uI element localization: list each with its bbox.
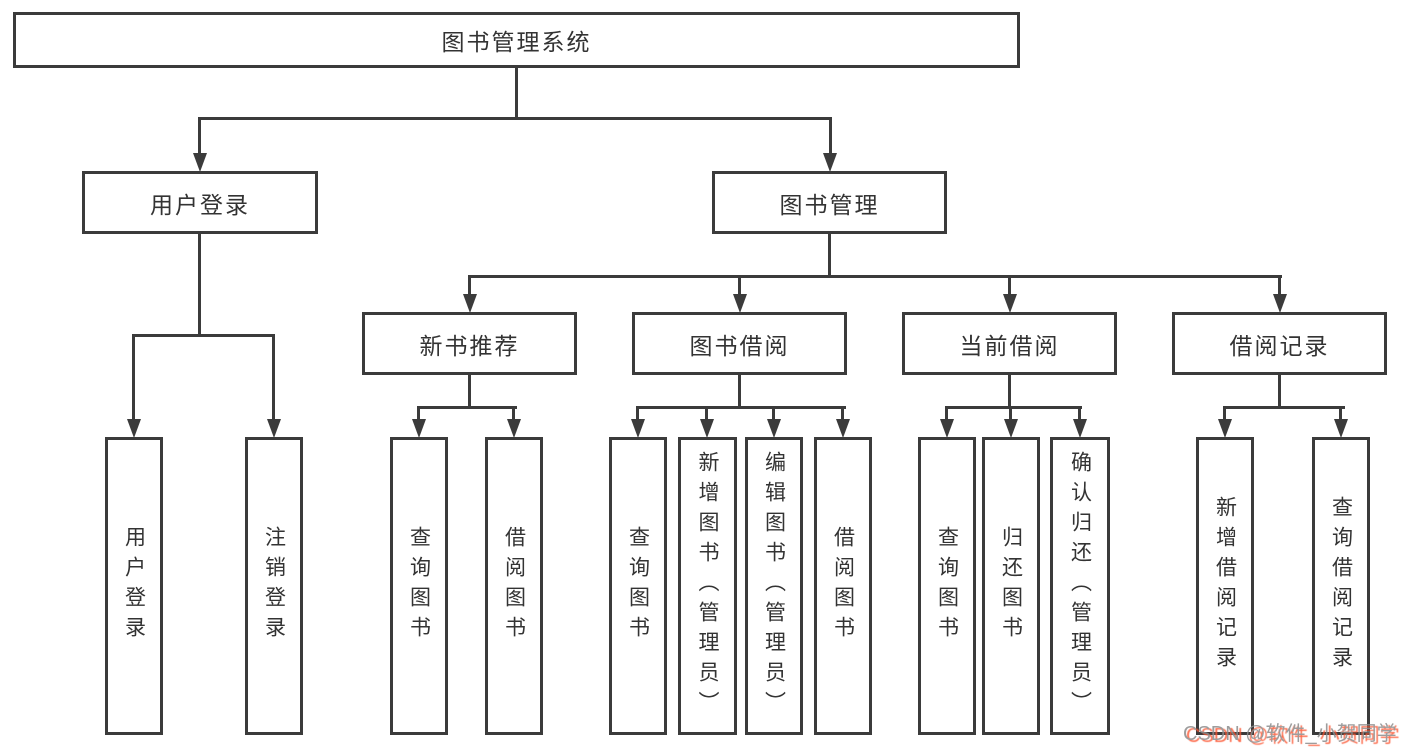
node-current-borrow: 当前借阅 bbox=[902, 312, 1117, 375]
connector-line bbox=[468, 275, 1282, 278]
leaf-label: 编辑图书︵管理员︶ bbox=[762, 451, 786, 721]
connector-line bbox=[417, 406, 420, 421]
connector-line bbox=[636, 406, 846, 409]
connector-line bbox=[1278, 275, 1281, 296]
arrowhead bbox=[1334, 419, 1348, 438]
leaf-query-borrow-record: 查询借阅记录 bbox=[1312, 437, 1370, 735]
leaf-label: 用户登录 bbox=[122, 526, 146, 646]
connector-line bbox=[198, 233, 201, 336]
leaf-label: 查询图书 bbox=[626, 526, 650, 646]
arrowhead bbox=[1073, 419, 1087, 438]
leaf-label: 借阅图书 bbox=[502, 526, 526, 646]
connector-line bbox=[272, 334, 275, 421]
leaf-label: 查询图书 bbox=[407, 526, 431, 646]
connector-line bbox=[1339, 406, 1342, 421]
connector-line bbox=[515, 66, 518, 119]
connector-line bbox=[829, 117, 832, 155]
node-book-management: 图书管理 bbox=[712, 171, 947, 234]
arrowhead bbox=[507, 419, 521, 438]
arrowhead bbox=[127, 419, 141, 438]
connector-line bbox=[1008, 275, 1011, 296]
arrowhead bbox=[1004, 419, 1018, 438]
node-book-borrow: 图书借阅 bbox=[632, 312, 847, 375]
node-label: 图书管理 bbox=[779, 191, 880, 218]
leaf-label: 查询图书 bbox=[935, 526, 959, 646]
arrowhead bbox=[836, 419, 850, 438]
connector-line bbox=[198, 117, 201, 155]
arrowhead bbox=[267, 419, 281, 438]
watermark-text: CSDN @软件_小贺同学 bbox=[1183, 723, 1397, 745]
arrowhead bbox=[1218, 419, 1232, 438]
node-label: 用户登录 bbox=[150, 191, 250, 218]
connector-line bbox=[417, 406, 517, 409]
node-root: 图书管理系统 bbox=[13, 12, 1020, 68]
arrowhead bbox=[700, 419, 714, 438]
connector-line bbox=[945, 406, 948, 421]
connector-line bbox=[1278, 373, 1281, 408]
node-label: 借阅记录 bbox=[1229, 332, 1330, 359]
leaf-borrow-books-recommend: 借阅图书 bbox=[485, 437, 543, 735]
connector-line bbox=[945, 406, 1082, 409]
leaf-label: 查询借阅记录 bbox=[1329, 496, 1353, 676]
node-borrow-records: 借阅记录 bbox=[1172, 312, 1387, 375]
node-user-login: 用户登录 bbox=[82, 171, 318, 234]
arrowhead bbox=[631, 419, 645, 438]
leaf-add-borrow-record: 新增借阅记录 bbox=[1196, 437, 1254, 735]
leaf-logout: 注销登录 bbox=[245, 437, 303, 735]
arrowhead bbox=[823, 153, 837, 172]
arrowhead bbox=[1273, 294, 1287, 313]
leaf-label: 确认归还︵管理员︶ bbox=[1068, 451, 1092, 721]
leaf-confirm-return-admin: 确认归还︵管理员︶ bbox=[1050, 437, 1110, 735]
connector-line bbox=[772, 406, 775, 421]
leaf-query-books-borrow: 查询图书 bbox=[609, 437, 667, 735]
leaf-label: 借阅图书 bbox=[831, 526, 855, 646]
connector-line bbox=[636, 406, 639, 421]
connector-line bbox=[841, 406, 844, 421]
arrowhead bbox=[733, 294, 747, 313]
node-label: 图书管理系统 bbox=[441, 29, 592, 55]
arrowhead bbox=[193, 153, 207, 172]
node-label: 当前借阅 bbox=[959, 332, 1060, 359]
connector-line bbox=[1009, 406, 1012, 421]
leaf-label: 注销登录 bbox=[262, 526, 286, 646]
arrowhead bbox=[940, 419, 954, 438]
connector-line bbox=[738, 373, 741, 408]
leaf-edit-book-admin: 编辑图书︵管理员︶ bbox=[745, 437, 803, 735]
leaf-label: 新增借阅记录 bbox=[1213, 496, 1237, 676]
connector-line bbox=[705, 406, 708, 421]
arrowhead bbox=[412, 419, 426, 438]
connector-line bbox=[1223, 406, 1345, 409]
connector-line bbox=[468, 275, 471, 296]
connector-line bbox=[1078, 406, 1081, 421]
connector-line bbox=[1008, 373, 1011, 408]
node-new-book-recommend: 新书推荐 bbox=[362, 312, 577, 375]
leaf-label: 归还图书 bbox=[999, 526, 1023, 646]
connector-line bbox=[198, 117, 832, 120]
node-label: 图书借阅 bbox=[689, 332, 790, 359]
connector-line bbox=[132, 334, 275, 337]
leaf-add-book-admin: 新增图书︵管理员︶ bbox=[678, 437, 737, 735]
leaf-user-login: 用户登录 bbox=[105, 437, 163, 735]
connector-line bbox=[828, 231, 831, 277]
arrowhead bbox=[1003, 294, 1017, 313]
leaf-query-books-current: 查询图书 bbox=[918, 437, 976, 735]
connector-line bbox=[468, 373, 471, 408]
leaf-return-books: 归还图书 bbox=[982, 437, 1040, 735]
connector-line bbox=[738, 275, 741, 296]
leaf-query-books-recommend: 查询图书 bbox=[390, 437, 448, 735]
node-label: 新书推荐 bbox=[419, 332, 520, 359]
arrowhead bbox=[767, 419, 781, 438]
connector-line bbox=[512, 406, 515, 421]
connector-line bbox=[1223, 406, 1226, 421]
leaf-borrow-books-borrow: 借阅图书 bbox=[814, 437, 872, 735]
arrowhead bbox=[463, 294, 477, 313]
leaf-label: 新增图书︵管理员︶ bbox=[696, 451, 719, 721]
connector-line bbox=[132, 334, 135, 421]
